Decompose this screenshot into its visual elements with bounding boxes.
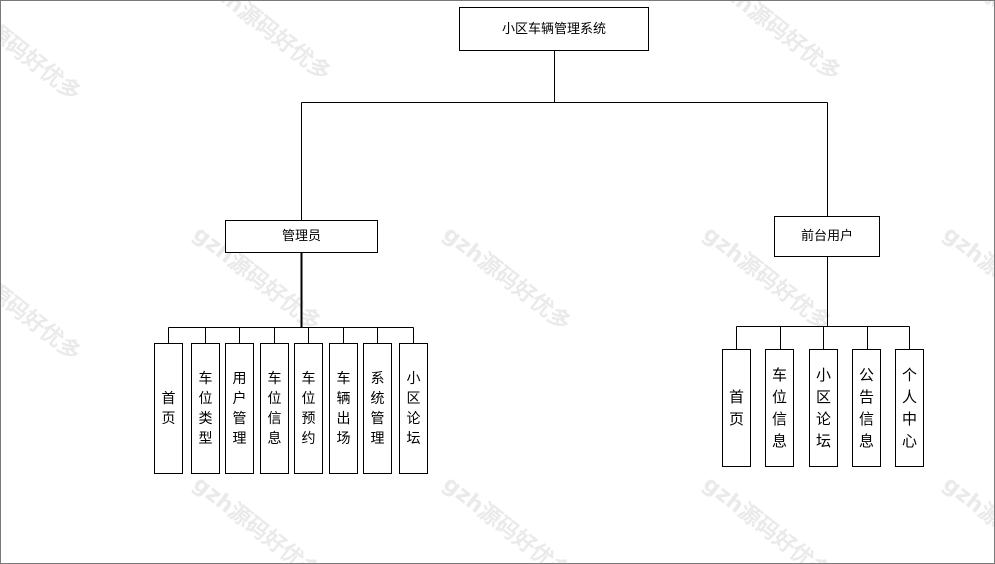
- admin-child-label: 车位信息: [267, 370, 282, 447]
- admin-child-node: 小区论坛: [399, 343, 428, 474]
- frontend-child-node: 小区论坛: [809, 349, 838, 467]
- admin-child-node: 车位信息: [260, 343, 289, 474]
- root-node: 小区车辆管理系统: [459, 7, 649, 51]
- root-node-label: 小区车辆管理系统: [501, 21, 606, 37]
- admin-child-node: 车辆出场: [329, 343, 358, 474]
- frontend-child-node: 公告信息: [852, 349, 881, 467]
- admin-child-node: 车位预约: [294, 343, 323, 474]
- frontend-child-label: 公告信息: [859, 366, 875, 450]
- frontend-child-node: 车位信息: [765, 349, 794, 467]
- admin-node-label: 管理员: [281, 229, 321, 244]
- admin-child-label: 车位类型: [198, 370, 213, 447]
- frontend-node-label: 前台用户: [800, 229, 853, 244]
- frontend-node: 前台用户: [774, 216, 880, 257]
- admin-child-node: 首页: [154, 343, 183, 474]
- frontend-child-node: 个人中心: [895, 349, 924, 467]
- frontend-child-label: 首页: [729, 388, 745, 428]
- admin-child-node: 系统管理: [363, 343, 392, 474]
- admin-child-label: 用户管理: [232, 370, 247, 447]
- admin-node: 管理员: [225, 220, 378, 253]
- frontend-child-label: 车位信息: [772, 366, 788, 450]
- admin-child-label: 车辆出场: [336, 370, 351, 447]
- admin-child-label: 系统管理: [370, 370, 385, 447]
- admin-child-label: 车位预约: [301, 370, 316, 447]
- frontend-child-label: 个人中心: [902, 366, 918, 450]
- admin-child-node: 用户管理: [225, 343, 254, 474]
- admin-child-label: 首页: [161, 390, 176, 427]
- frontend-child-label: 小区论坛: [816, 366, 832, 450]
- admin-child-label: 小区论坛: [406, 370, 421, 447]
- frontend-child-node: 首页: [722, 349, 751, 467]
- admin-child-node: 车位类型: [191, 343, 220, 474]
